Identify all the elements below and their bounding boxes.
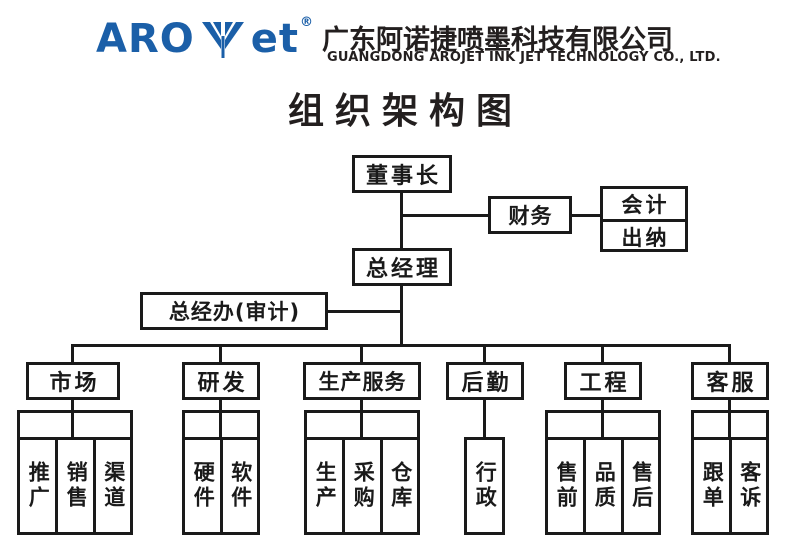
node-ps-production: 生产	[304, 437, 345, 535]
node-gm-office: 总经办(审计)	[140, 292, 328, 330]
connector-rd-bus	[182, 410, 260, 413]
connector-cs-child-2	[766, 410, 769, 437]
node-eng-quality: 品质	[583, 437, 624, 535]
node-ps-warehouse: 仓库	[380, 437, 420, 535]
logo-text-et: et	[250, 16, 300, 62]
page-title: 组织架构图	[287, 91, 523, 132]
node-market-sales: 销售	[55, 437, 96, 535]
company-name-english: GUANGDONG AROJET INK JET TECHNOLOGY CO.,…	[327, 50, 721, 65]
node-dept-production-service: 生产服务	[303, 362, 421, 400]
connector-market-stem	[71, 400, 74, 437]
node-eng-presales: 售前	[545, 437, 586, 535]
connector-chairman-spine	[400, 193, 403, 248]
node-cashier: 出纳	[603, 219, 685, 252]
node-cs-order-follow-up: 跟单	[691, 437, 732, 535]
node-finance: 财务	[488, 196, 572, 234]
connector-market-child-3	[130, 410, 133, 437]
connector-gm-to-gm-office	[328, 310, 403, 313]
node-logistics-administration: 行政	[464, 437, 505, 535]
company-logo: ARO et ®	[96, 14, 313, 64]
node-accounting: 会计	[621, 193, 670, 217]
node-dept-market: 市场	[26, 362, 120, 400]
company-name-chinese: 广东阿诺捷喷墨科技有限公司	[322, 25, 673, 56]
connector-rd-stem	[219, 400, 222, 437]
org-chart-canvas: 董事长 财务 会计 出纳 总经理 总经办(审计) 市场 推广 销售	[0, 140, 800, 549]
connector-drop-production-service	[360, 344, 363, 362]
node-dept-engineering: 工程	[564, 362, 642, 400]
connector-ps-child-3	[417, 410, 420, 437]
connector-market-child-1	[17, 410, 20, 437]
node-cs-complaints: 客诉	[729, 437, 769, 535]
connector-market-bus	[17, 410, 133, 413]
node-dept-customer-service: 客服	[691, 362, 769, 400]
connector-drop-customer-service	[728, 344, 731, 362]
connector-cs-child-1	[691, 410, 694, 437]
node-dept-rd: 研发	[182, 362, 260, 400]
arojet-leaf-mark-icon	[201, 19, 245, 59]
connector-production-service-stem	[360, 400, 363, 437]
connector-rd-child-1	[182, 410, 185, 437]
connector-ps-child-1	[304, 410, 307, 437]
logo-text-aro: ARO	[96, 16, 195, 62]
node-dept-logistics: 后勤	[446, 362, 524, 400]
connector-drop-market	[71, 344, 74, 362]
connector-drop-logistics	[483, 344, 486, 362]
connector-department-bus	[71, 344, 731, 347]
node-eng-aftersales: 售后	[621, 437, 661, 535]
connector-chairman-to-finance	[400, 214, 488, 217]
connector-engineering-bus	[545, 410, 661, 413]
connector-drop-engineering	[601, 344, 604, 362]
connector-rd-child-2	[257, 410, 260, 437]
connector-engineering-stem	[601, 400, 604, 437]
node-finance-subgroup: 会计 出纳	[600, 186, 688, 252]
connector-drop-rd	[219, 344, 222, 362]
node-rd-software: 软件	[220, 437, 260, 535]
node-market-promotion: 推广	[17, 437, 58, 535]
connector-production-service-bus	[304, 410, 420, 413]
node-rd-hardware: 硬件	[182, 437, 223, 535]
connector-eng-child-1	[545, 410, 548, 437]
node-ps-procurement: 采购	[342, 437, 383, 535]
registered-trademark-icon: ®	[300, 15, 314, 30]
node-market-channel: 渠道	[93, 437, 133, 535]
connector-gm-spine	[400, 286, 403, 344]
connector-customer-service-stem	[728, 400, 731, 437]
node-general-manager: 总经理	[352, 248, 452, 286]
connector-finance-to-accounts	[572, 214, 600, 217]
page-header: ARO et ® 广东阿诺捷喷墨科技有限公司 GUANGDONG AROJET …	[0, 0, 800, 78]
connector-customer-service-bus	[691, 410, 769, 413]
connector-eng-child-3	[658, 410, 661, 437]
node-chairman: 董事长	[352, 155, 452, 193]
connector-logistics-stem	[483, 400, 486, 437]
